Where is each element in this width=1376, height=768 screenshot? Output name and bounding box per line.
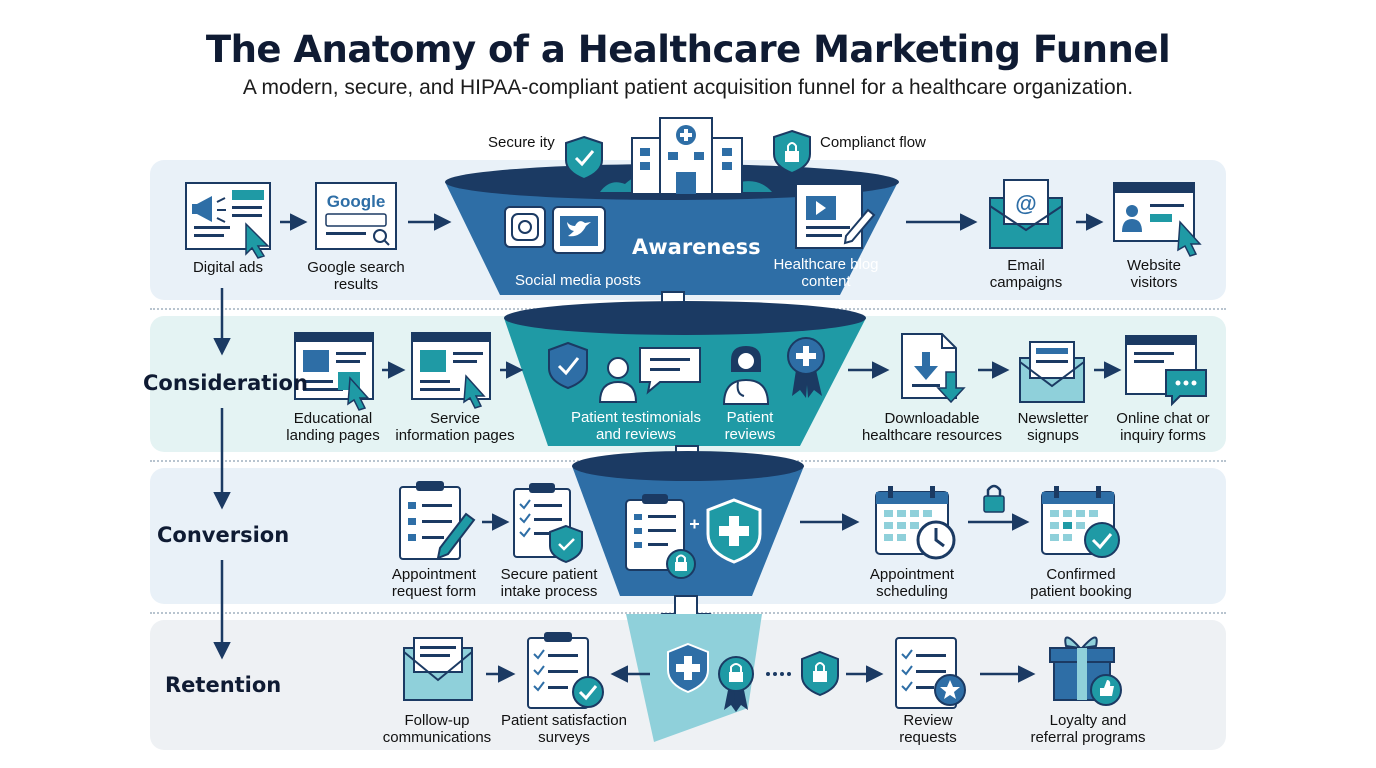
page-subtitle: A modern, secure, and HIPAA-compliant pa…	[242, 76, 1134, 99]
calendar-clock-icon	[875, 486, 956, 560]
medical-shield-icon	[706, 498, 762, 564]
item-label: Digital ads	[192, 259, 264, 276]
speech-bubble-icon	[639, 347, 701, 395]
newsletter-icon	[1019, 341, 1085, 403]
item-label: Patient satisfaction surveys	[501, 712, 627, 746]
mail-icon	[403, 637, 473, 701]
item-label: Appointment scheduling	[869, 566, 955, 600]
lock-icon	[983, 484, 1005, 513]
instagram-icon	[504, 206, 546, 248]
secure-clipboard-icon	[625, 494, 696, 579]
intake-icon	[513, 483, 583, 564]
stage-retention-label: Retention	[165, 673, 282, 697]
lock-shield-icon	[801, 650, 839, 697]
item-label: Review requests	[899, 712, 957, 746]
award-badge-icon	[787, 337, 825, 398]
item-label: Healthcare blog content	[773, 256, 879, 290]
plus-icon	[690, 519, 699, 529]
item-label: Follow-up communications	[382, 712, 492, 746]
twitter-icon	[552, 206, 606, 254]
security-shield-icon	[565, 135, 603, 181]
stage-consideration-label: Consideration	[143, 371, 308, 395]
item-label: Service information pages	[395, 410, 515, 444]
website-icon	[1113, 182, 1202, 257]
dotted-connector	[766, 672, 791, 676]
email-icon: @	[989, 179, 1063, 249]
compliance-lock-shield-icon	[773, 129, 811, 175]
download-icon	[901, 333, 966, 404]
item-label: Loyalty and referral programs	[1030, 712, 1146, 746]
survey-icon	[527, 632, 604, 709]
item-label: Confirmed patient booking	[1030, 566, 1132, 600]
item-label: Website visitors	[1127, 257, 1181, 291]
patient-icon	[598, 357, 638, 403]
svg-text:@: @	[1015, 191, 1036, 216]
medical-shield-icon	[667, 642, 709, 694]
item-label: Email campaigns	[989, 257, 1063, 291]
landing-page-icon	[294, 332, 374, 411]
item-label: Newsletter signups	[1017, 410, 1089, 444]
doctor-icon	[722, 346, 770, 405]
page-title: The Anatomy of a Healthcare Marketing Fu…	[205, 28, 1171, 71]
item-label: Social media posts	[515, 272, 641, 289]
security-label: Secure ity	[488, 134, 555, 151]
stage-conversion-label: Conversion	[157, 523, 290, 547]
item-label: Patient testimonials and reviews	[570, 409, 702, 443]
google-logo: Google	[327, 192, 386, 211]
google-search-icon: Google	[315, 182, 397, 250]
item-label: Educational landing pages	[286, 410, 380, 444]
chat-icon	[1125, 335, 1207, 407]
info-page-icon	[411, 332, 491, 409]
stage-awareness-label: Awareness	[632, 235, 761, 259]
item-label: Google search results	[307, 259, 405, 293]
gift-icon	[1049, 636, 1122, 706]
item-label: Patient reviews	[724, 409, 776, 443]
lock-badge-icon	[718, 656, 754, 712]
digital-ad-icon	[185, 182, 271, 259]
item-label: Downloadable healthcare resources	[861, 410, 1003, 444]
shield-check-icon	[548, 341, 588, 390]
review-icon	[895, 637, 966, 709]
item-label: Secure patient intake process	[500, 566, 598, 600]
hospital-icon	[600, 117, 772, 195]
blog-content-icon	[795, 183, 876, 249]
form-icon	[399, 481, 476, 560]
compliance-label: Complianct flow	[820, 134, 926, 151]
calendar-check-icon	[1041, 486, 1120, 558]
item-label: Appointment request form	[391, 566, 477, 600]
item-label: Online chat or inquiry forms	[1116, 410, 1210, 444]
